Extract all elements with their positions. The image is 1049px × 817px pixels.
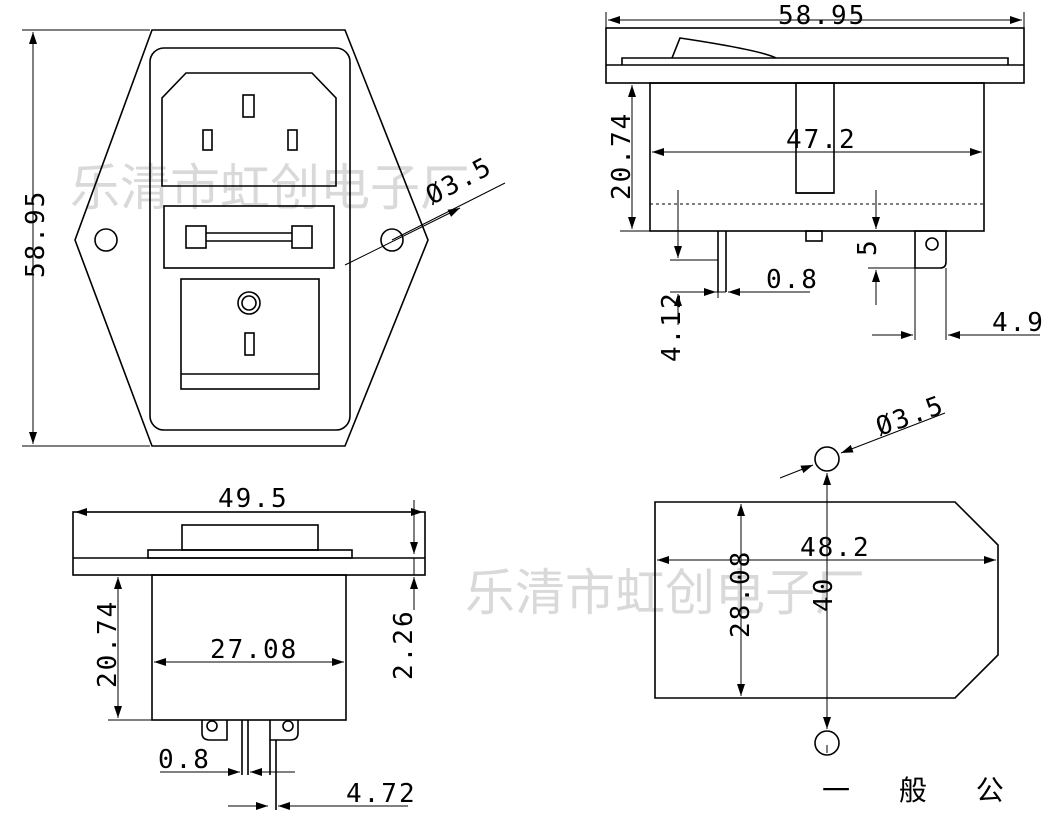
inlet-socket <box>161 72 337 187</box>
dim-bottom-pin-spacing: 4.72 <box>346 779 417 809</box>
general-tolerance-label: 一 般 公 差 <box>822 774 1049 807</box>
dim-side-terminal-height: 5 <box>853 238 883 256</box>
dim-bottom-body-width: 27.08 <box>210 635 298 665</box>
side-view: 58.95 47.2 20.74 4.12 0.8 5 4.9 <box>605 1 1045 362</box>
dim-side-body-height: 20.74 <box>607 112 637 200</box>
dim-side-body-width: 47.2 <box>786 125 857 155</box>
fuse-cap-left <box>185 225 207 249</box>
dim-cutout-width: 48.2 <box>800 533 871 563</box>
fuse-cap-right <box>291 225 313 249</box>
side-rocker <box>671 37 777 59</box>
mount-hole-left <box>94 228 118 252</box>
dim-side-pin-thickness: 0.8 <box>766 265 819 295</box>
fuse-drawer <box>163 205 335 269</box>
bottom-terminal-left <box>201 720 228 741</box>
watermark-top: 乐清市虹创电子厂 <box>70 159 470 217</box>
dim-cutout-hole: Ø3.5 <box>872 390 949 442</box>
cutout-hole-bottom <box>814 730 840 756</box>
front-inner-frame <box>149 47 351 431</box>
dim-cutout-height: 28.08 <box>726 550 756 638</box>
dim-front-height: 58.95 <box>21 190 51 278</box>
watermark-bottom: 乐清市虹创电子厂 <box>465 564 865 622</box>
dim-cutout-hole-spacing: 40 <box>809 577 839 612</box>
switch-indicator-inner <box>241 295 257 311</box>
front-view: 58.95 Ø3.5 <box>21 29 506 447</box>
dim-bottom-width: 49.5 <box>218 484 289 514</box>
mount-hole-right <box>380 228 404 252</box>
inlet-pin-left <box>202 129 213 151</box>
bottom-terminal-right <box>269 720 299 741</box>
bottom-body <box>151 574 347 721</box>
side-terminal <box>914 230 947 269</box>
side-flange <box>605 27 1025 84</box>
dim-bottom-pin-thickness: 0.8 <box>158 745 211 775</box>
dim-side-pin-depth: 4.12 <box>657 291 687 362</box>
dim-side-width: 58.95 <box>778 1 866 31</box>
cutout-outline <box>654 501 999 699</box>
dim-bottom-flange-thickness: 2.26 <box>389 609 419 680</box>
front-outline <box>74 29 429 447</box>
switch-marker <box>244 332 255 356</box>
inlet-pin-right <box>287 129 298 151</box>
cutout-hole-top <box>814 446 840 472</box>
dim-bottom-body-height: 20.74 <box>93 600 123 688</box>
side-body <box>649 82 985 232</box>
dim-side-terminal-width: 4.9 <box>992 308 1045 338</box>
bottom-view: 49.5 27.08 20.74 2.26 0.8 4.72 <box>72 484 426 810</box>
inlet-pin-earth <box>242 94 255 118</box>
bottom-flange <box>72 511 426 576</box>
switch-outline <box>180 278 320 390</box>
switch-indicator-outer <box>237 291 261 315</box>
